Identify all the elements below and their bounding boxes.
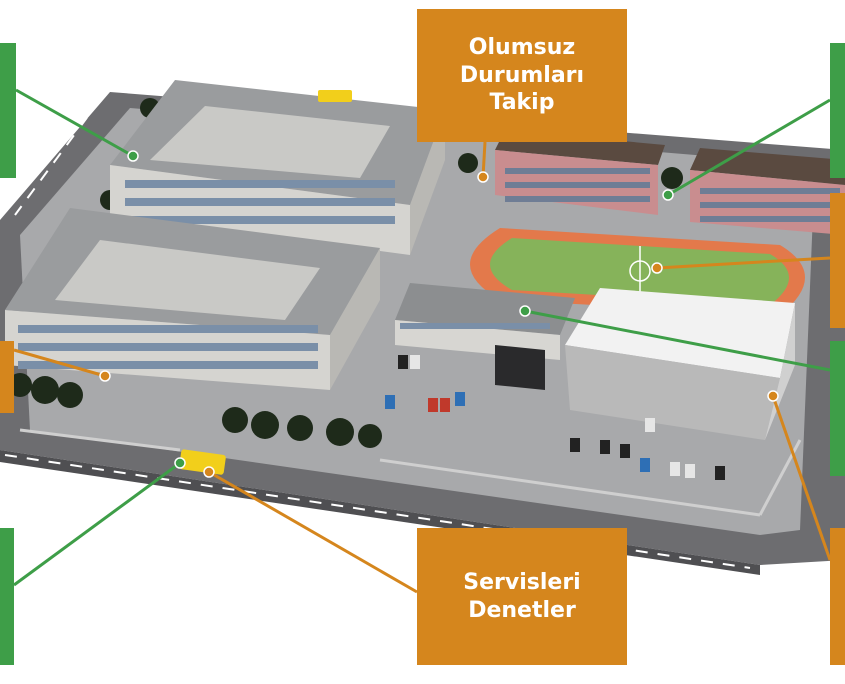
connector-lines [13, 88, 832, 594]
building-back-left [110, 80, 445, 255]
callout-line: Takip [489, 90, 555, 116]
parking-area [385, 355, 725, 480]
brick-building-1 [495, 130, 665, 215]
brick-building-2 [690, 148, 845, 235]
callout-right-lower-cropped [830, 341, 845, 476]
building-front-left [5, 208, 380, 390]
callout-servisleri-denetler: Servisleri Denetler [417, 528, 627, 665]
callout-right-middle-cropped [830, 193, 845, 328]
sports-field [470, 228, 805, 315]
callout-right-bottom-cropped [830, 528, 845, 665]
callout-line: Durumları [459, 62, 585, 88]
callout-line: Denetler [468, 597, 576, 623]
connector-dots [99, 150, 779, 478]
center-building [395, 283, 575, 390]
callout-left-top-cropped [0, 43, 16, 178]
callout-line: Olumsuz [468, 35, 576, 61]
callout-left-bottom-cropped [0, 528, 14, 665]
callout-olumsuz-durumlari-takip: Olumsuz Durumları Takip [417, 9, 627, 142]
sports-hall [565, 288, 795, 440]
school-bus [179, 90, 352, 475]
callout-line: Servisleri [463, 570, 581, 595]
callout-right-top-cropped [830, 43, 845, 178]
callout-left-middle-cropped [0, 341, 14, 413]
